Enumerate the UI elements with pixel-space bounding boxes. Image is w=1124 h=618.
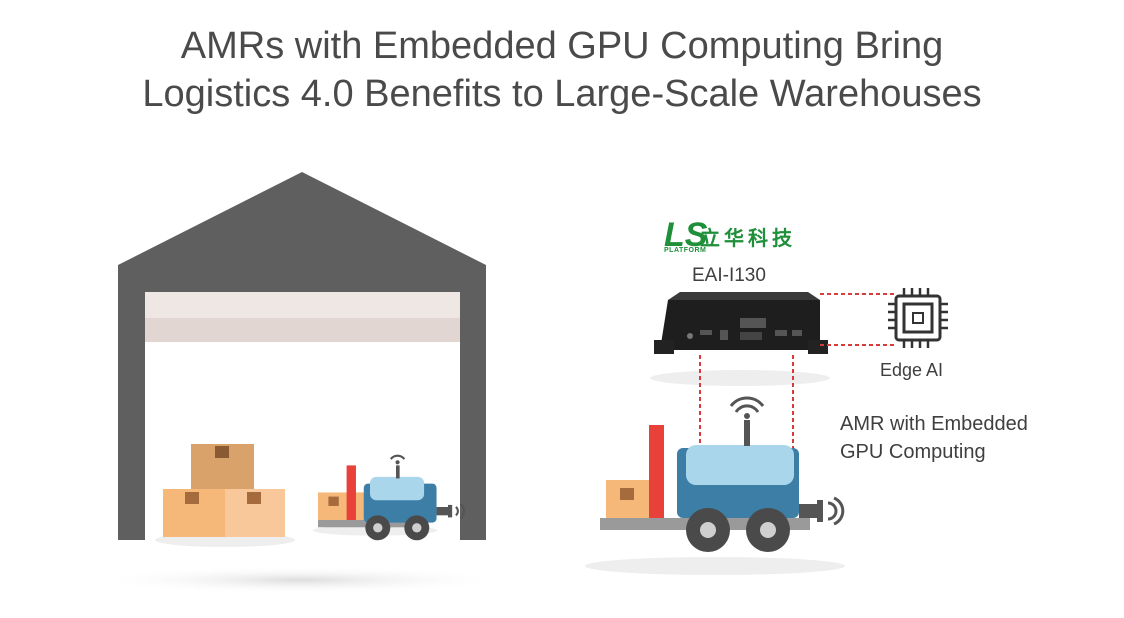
signal-icon [827, 501, 838, 521]
edge-ai-chip-icon [888, 288, 948, 348]
amr-cargo-box [606, 480, 652, 522]
wifi-icon [734, 404, 760, 413]
warehouse-frame [118, 172, 486, 540]
amr-mast [649, 425, 664, 525]
amr-label: AMR with Embedded GPU Computing [840, 410, 1028, 466]
title-line-1: AMRs with Embedded GPU Computing Bring [180, 25, 944, 67]
warehouse-boxes [155, 444, 295, 547]
warehouse-band-top [145, 292, 460, 318]
amr-sensor [799, 504, 817, 518]
warehouse-band-bottom [145, 318, 460, 342]
warehouse-shadow [90, 566, 510, 594]
brand-chinese-name: 立华科技 [700, 226, 796, 250]
brand-sub: PLATFORM [664, 247, 707, 254]
warehouse [90, 172, 510, 594]
amr-label-line-2: GPU Computing [840, 441, 986, 463]
dashed-links [699, 293, 896, 452]
edge-ai-label: Edge AI [880, 360, 944, 380]
page-title: AMRs with Embedded GPU Computing Bring L… [0, 22, 1124, 118]
eai-computer [650, 292, 830, 386]
small-amr [312, 454, 465, 541]
device-model-label: EAI-I130 [692, 265, 766, 286]
large-amr [585, 396, 845, 575]
amr-label-line-1: AMR with Embedded [840, 413, 1028, 435]
brand-logo: LS [664, 216, 708, 254]
brand-mark: LS [664, 216, 708, 254]
amr-cab [686, 445, 794, 485]
title-line-2: Logistics 4.0 Benefits to Large-Scale Wa… [142, 73, 982, 115]
